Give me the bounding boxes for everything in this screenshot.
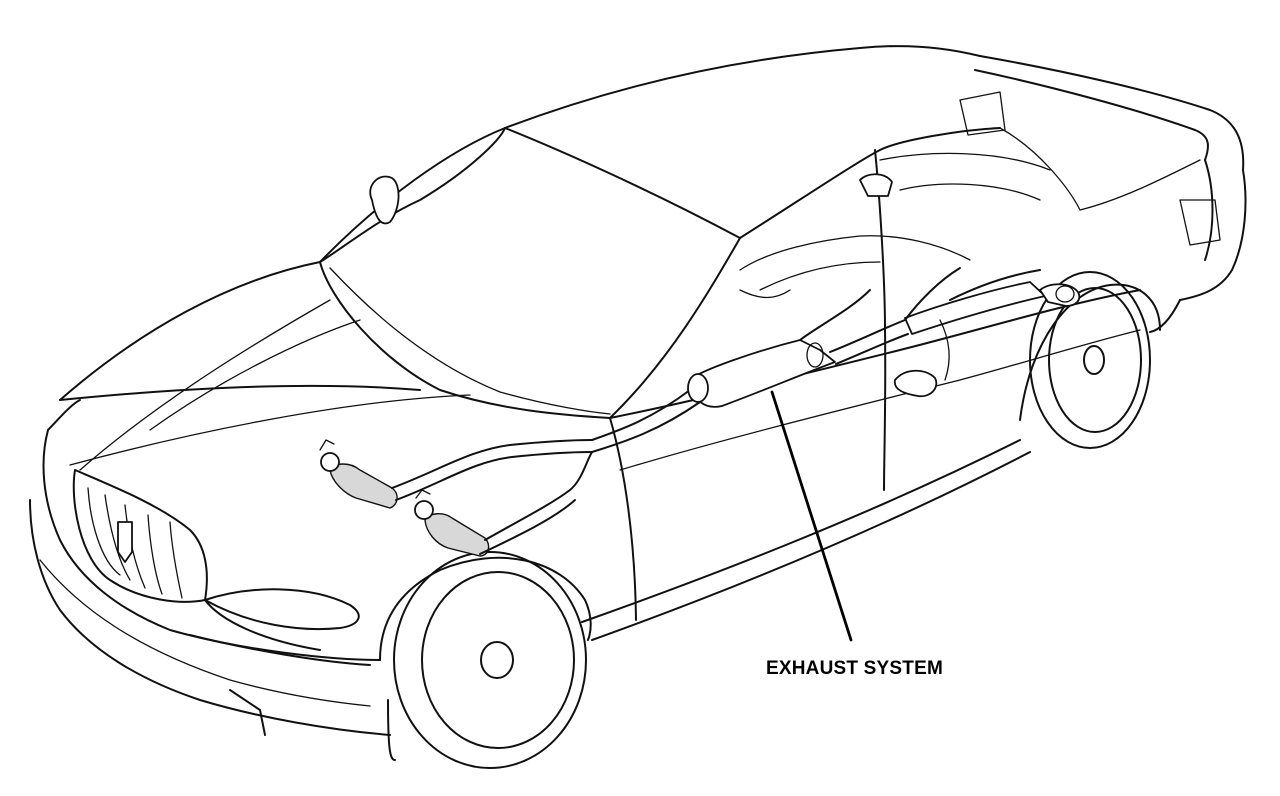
- rear-suspension: [739, 91, 1221, 398]
- exhaust-system-label: EXHAUST SYSTEM: [766, 658, 943, 679]
- car-body: [29, 45, 1247, 761]
- side-mirror: [369, 175, 400, 225]
- exhaust-system: [319, 267, 1081, 557]
- callout-leader: [770, 390, 853, 642]
- front-wheel: [393, 551, 587, 769]
- rear-wheel: [1029, 271, 1151, 449]
